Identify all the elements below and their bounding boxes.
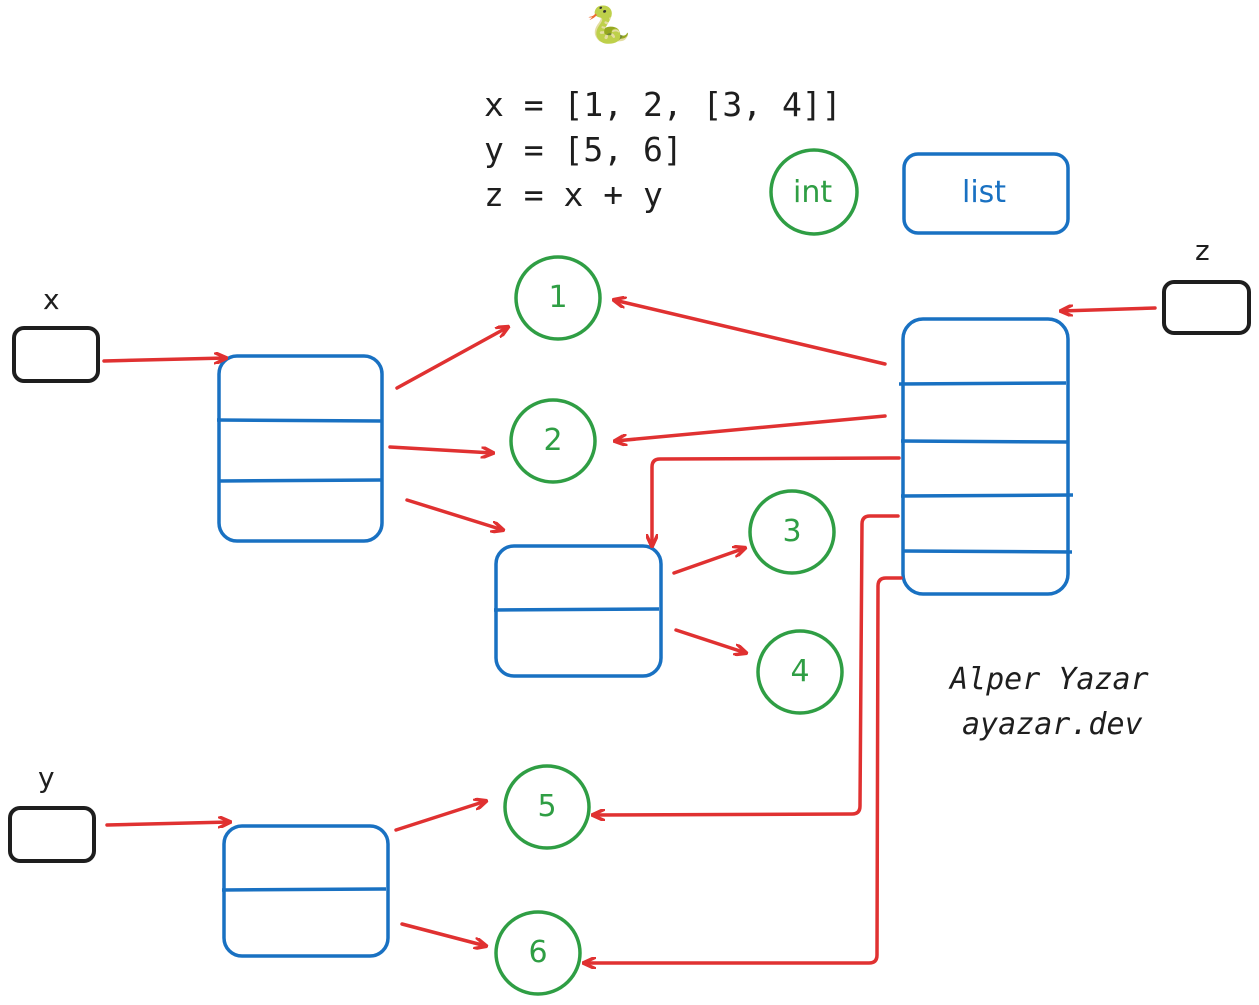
credit-site: ayazar.dev xyxy=(962,707,1143,742)
code-line-y: y = [5, 6] xyxy=(484,130,683,169)
legend-list-box xyxy=(902,152,1070,235)
code-line-x: x = [1, 2, [3, 4]] xyxy=(484,85,842,124)
arrow-z1-to-2 xyxy=(615,414,887,441)
legend-int-circle xyxy=(769,148,859,236)
list-nested xyxy=(493,544,663,678)
arrow-z2-to-nested xyxy=(652,456,901,546)
int-circle-1 xyxy=(514,255,602,341)
int-circle-6 xyxy=(494,910,582,996)
int-circle-4 xyxy=(756,629,844,715)
credit-name: Alper Yazar xyxy=(950,662,1149,697)
variable-label-y: y xyxy=(38,761,55,794)
arrow-z0-to-1 xyxy=(614,300,887,366)
code-line-z: z = x + y xyxy=(484,175,663,214)
arrow-nested0-to-3 xyxy=(672,548,745,575)
int-circle-2 xyxy=(509,398,597,484)
arrow-x-to-list xyxy=(102,358,226,361)
int-label-1: 1 xyxy=(548,280,568,315)
arrow-x0-to-1 xyxy=(395,327,508,390)
int-label-3: 3 xyxy=(782,514,802,549)
variable-box-x xyxy=(12,326,100,383)
arrow-nested1-to-4 xyxy=(674,628,746,653)
variable-label-z: z xyxy=(1195,234,1210,267)
snake-icon: 🐍 xyxy=(586,5,631,46)
int-label-4: 4 xyxy=(790,654,810,689)
int-label-2: 2 xyxy=(543,423,563,458)
list-y xyxy=(221,824,390,958)
variable-box-y xyxy=(8,806,96,863)
int-label-6: 6 xyxy=(528,935,548,970)
int-circle-5 xyxy=(503,764,591,850)
arrow-y-to-list xyxy=(105,822,230,825)
arrow-x1-to-2 xyxy=(388,445,493,453)
legend-int-label: int xyxy=(793,175,833,210)
arrow-z-to-list xyxy=(1061,308,1157,311)
int-circle-3 xyxy=(748,489,836,575)
arrow-z4-to-6 xyxy=(584,576,903,963)
legend-list-label: list xyxy=(962,175,1007,210)
arrow-y1-to-6 xyxy=(400,922,486,946)
variable-box-z xyxy=(1162,280,1251,335)
arrow-y0-to-5 xyxy=(394,801,486,832)
list-z xyxy=(898,317,1074,596)
list-x xyxy=(216,354,384,543)
variable-label-x: x xyxy=(43,283,60,316)
int-label-5: 5 xyxy=(537,789,557,824)
arrow-z3-to-5 xyxy=(593,514,900,815)
arrow-x2-to-nested xyxy=(405,498,503,530)
